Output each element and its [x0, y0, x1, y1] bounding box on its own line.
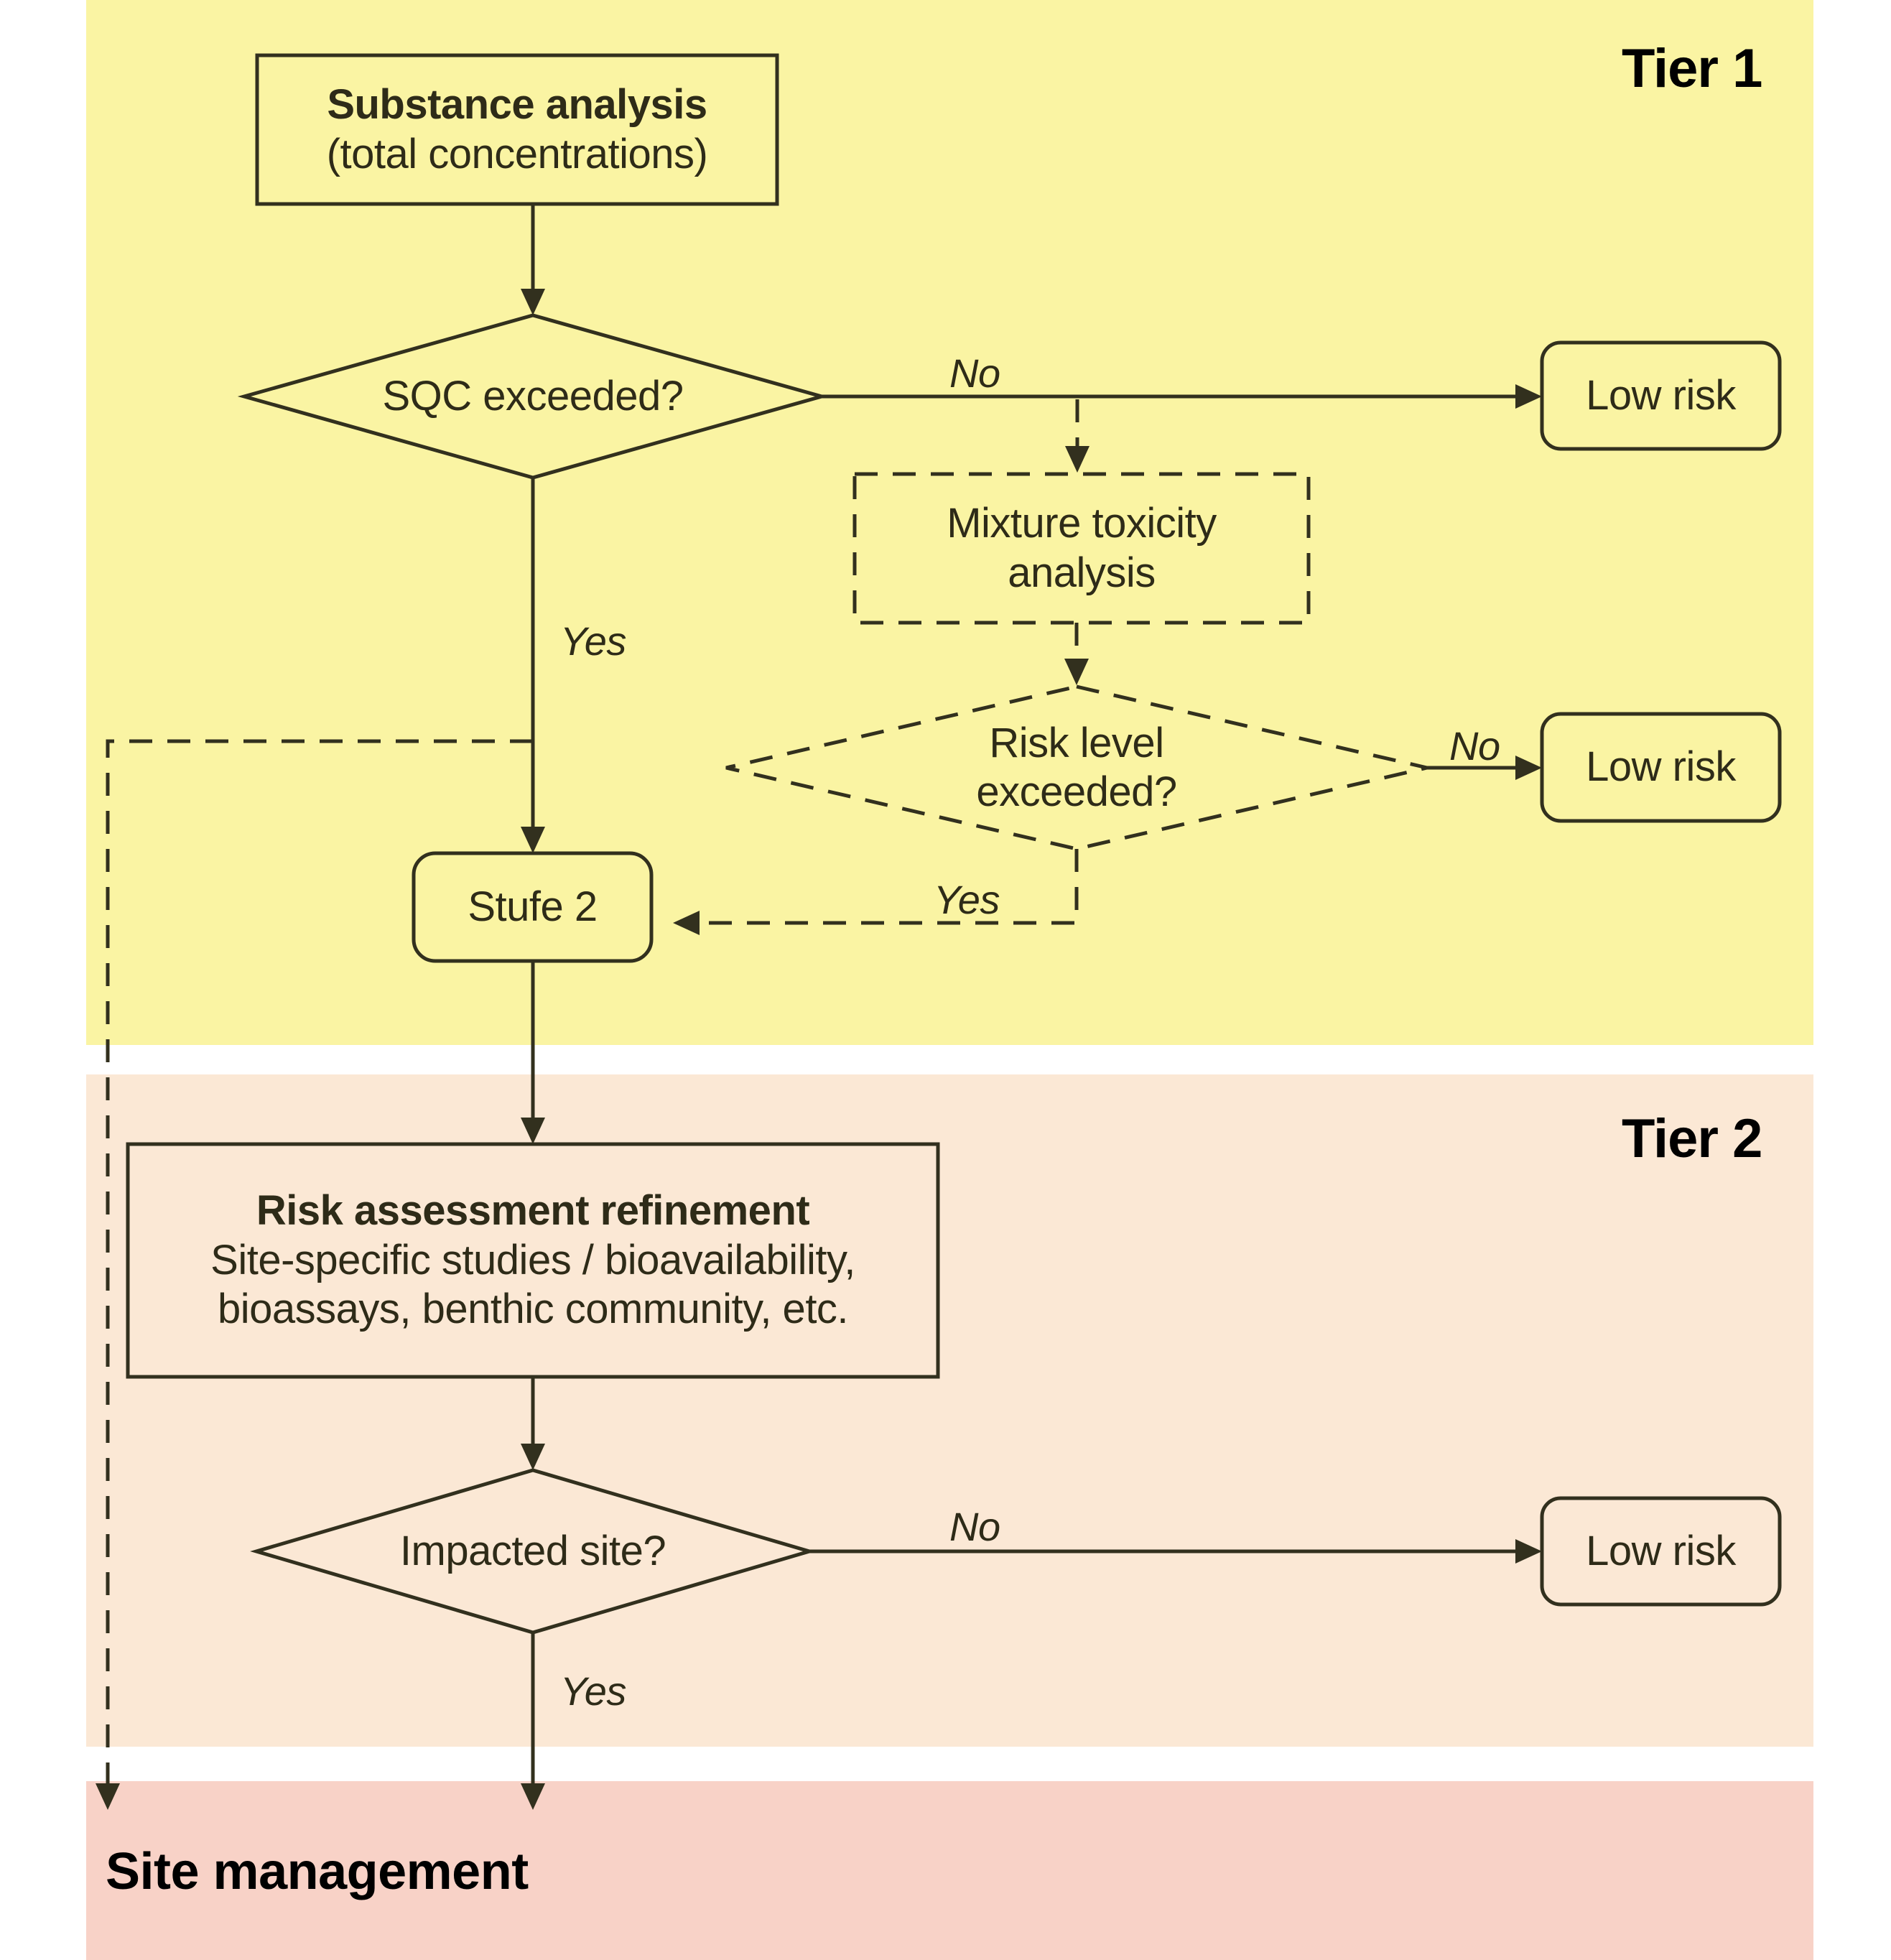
mixture-line2: analysis [1008, 549, 1156, 596]
edge-bypass-to-site-management [106, 739, 533, 1791]
low-risk-bottom-text: Low risk [1542, 1498, 1780, 1604]
low-risk-box-middle [1540, 712, 1782, 823]
arrowhead-risk-no [1515, 756, 1542, 780]
arrowhead-no-to-mixture [1065, 446, 1089, 473]
risk-yes-label: Yes [934, 877, 1000, 922]
arrowhead-impacted-no [1515, 1539, 1542, 1564]
risk-level-line2: exceeded? [976, 768, 1177, 815]
tier2-label: Tier 2 [1622, 1108, 1762, 1169]
low-risk-middle-label: Low risk [1586, 743, 1736, 791]
impacted-decision-text: Impacted site? [256, 1470, 809, 1632]
arrowhead-impacted-yes [521, 1783, 545, 1810]
low-risk-box-top [1540, 340, 1782, 451]
refinement-line2: Site-specific studies / bioavailability, [210, 1236, 855, 1283]
arrowhead-mixture-to-risk [1064, 659, 1089, 685]
impacted-yes-label: Yes [560, 1668, 626, 1714]
stufe2-label: Stufe 2 [468, 883, 598, 930]
sqc-decision-label: SQC exceeded? [382, 372, 684, 419]
arrowhead-risk-yes [673, 911, 700, 935]
tier1-region [86, 0, 1813, 1045]
low-risk-top-text: Low risk [1542, 343, 1780, 449]
refinement-text: Risk assessment refinement Site-specific… [128, 1144, 938, 1377]
substance-analysis-text: Substance analysis (total concentrations… [257, 55, 777, 204]
impacted-no-label: No [949, 1504, 1000, 1549]
arrowhead-refinement-to-impacted [521, 1444, 545, 1470]
mixture-line1: Mixture toxicity [947, 500, 1217, 547]
arrowhead-sqc-no [1515, 384, 1542, 409]
sqc-no-label: No [949, 350, 1000, 396]
arrowhead-bypass [96, 1783, 120, 1810]
sqc-yes-label: Yes [560, 618, 626, 664]
low-risk-box-bottom [1540, 1496, 1782, 1607]
tier1-label: Tier 1 [1622, 38, 1762, 99]
risk-no-label: No [1449, 723, 1500, 768]
low-risk-top-label: Low risk [1586, 371, 1736, 419]
impacted-decision-label: Impacted site? [399, 1527, 666, 1574]
site-management-label: Site management [106, 1843, 529, 1900]
low-risk-middle-text: Low risk [1542, 714, 1780, 821]
substance-analysis-subtitle: (total concentrations) [326, 130, 708, 177]
substance-analysis-box [255, 53, 779, 206]
mixture-toxicity-text: Mixture toxicity analysis [855, 474, 1309, 623]
stufe2-text: Stufe 2 [414, 853, 651, 961]
substance-analysis-title: Substance analysis [327, 81, 707, 129]
arrowhead-sqc-yes [521, 827, 545, 853]
site-management-region [86, 1781, 1813, 1960]
tier2-region [86, 1074, 1813, 1747]
refinement-title: Risk assessment refinement [256, 1187, 810, 1235]
risk-level-line1: Risk level [989, 719, 1164, 766]
risk-level-decision-diamond [725, 684, 1428, 851]
arrowhead-stufe2-to-refinement [521, 1118, 545, 1144]
arrowhead-substance-to-sqc [521, 289, 545, 315]
low-risk-bottom-label: Low risk [1586, 1527, 1736, 1574]
risk-level-decision-text: Risk level exceeded? [726, 687, 1427, 849]
refinement-line3: bioassays, benthic community, etc. [217, 1286, 849, 1333]
edge-risk-yes [698, 849, 1079, 925]
sqc-decision-text: SQC exceeded? [244, 315, 822, 478]
